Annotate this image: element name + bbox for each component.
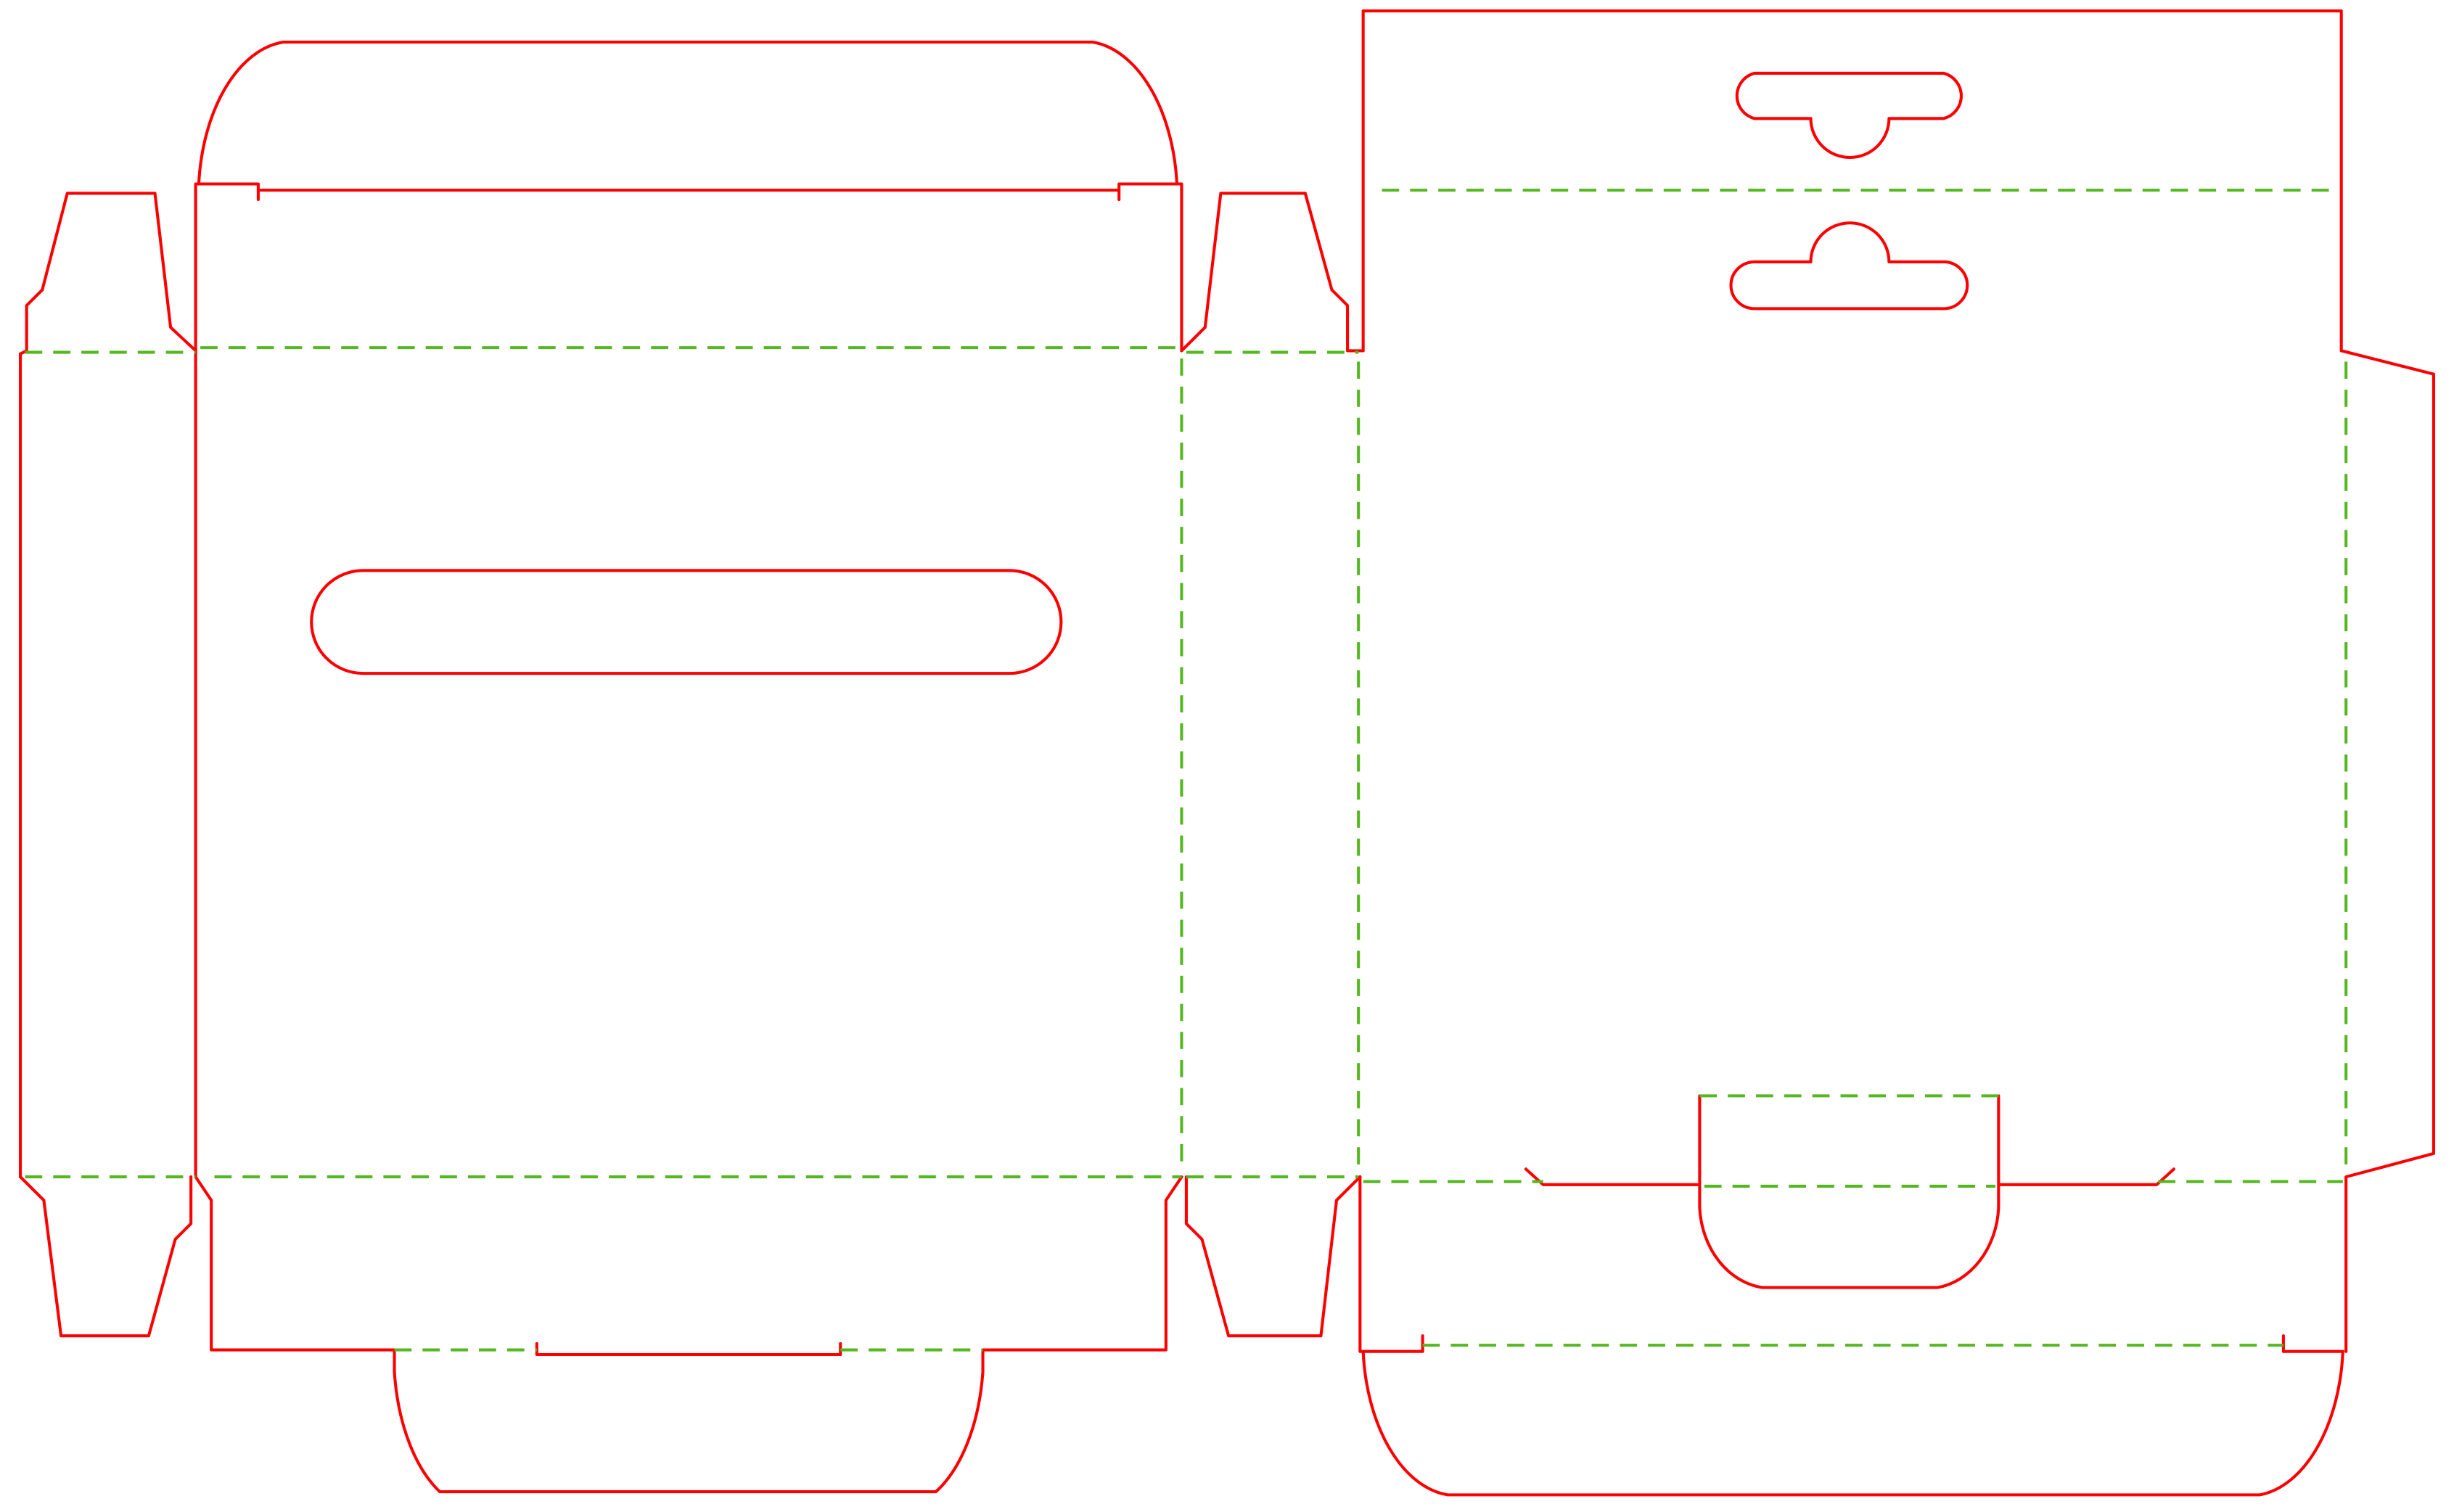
top-tuck-flap-cut <box>197 40 1179 186</box>
top-fold-line <box>25 346 1359 354</box>
hang-panel-frame-cut <box>1361 9 2343 353</box>
window-slot-cut <box>310 569 1063 675</box>
right-dust-flap-bottom-cut <box>1184 1175 1362 1338</box>
right-piece-left-edge-cut <box>1358 1175 1424 1353</box>
bottom-tuck-flap-cut <box>393 1175 1183 1494</box>
right-dust-flap-top-cut <box>1180 192 1365 353</box>
right-piece <box>1358 9 2436 1497</box>
hang-hole-bottom-cut <box>1729 221 1969 311</box>
left-piece <box>18 40 1365 1494</box>
left-main-panel-edge-cut <box>194 349 396 1352</box>
lock-tab-fold-line <box>1699 1094 1999 1188</box>
left-dust-flap-top-cut <box>18 192 197 356</box>
bottom-slit-cut <box>535 1342 842 1357</box>
lock-tab-cut <box>1524 1094 2175 1289</box>
left-dust-flap-bottom-cut <box>18 1175 193 1338</box>
right-glue-tab-cut <box>2339 349 2436 1353</box>
right-bottom-tuck-cut <box>1361 1334 2344 1497</box>
hang-hole-top-cut <box>1735 71 1963 160</box>
top-flap-shoulder-cut <box>194 182 1183 353</box>
